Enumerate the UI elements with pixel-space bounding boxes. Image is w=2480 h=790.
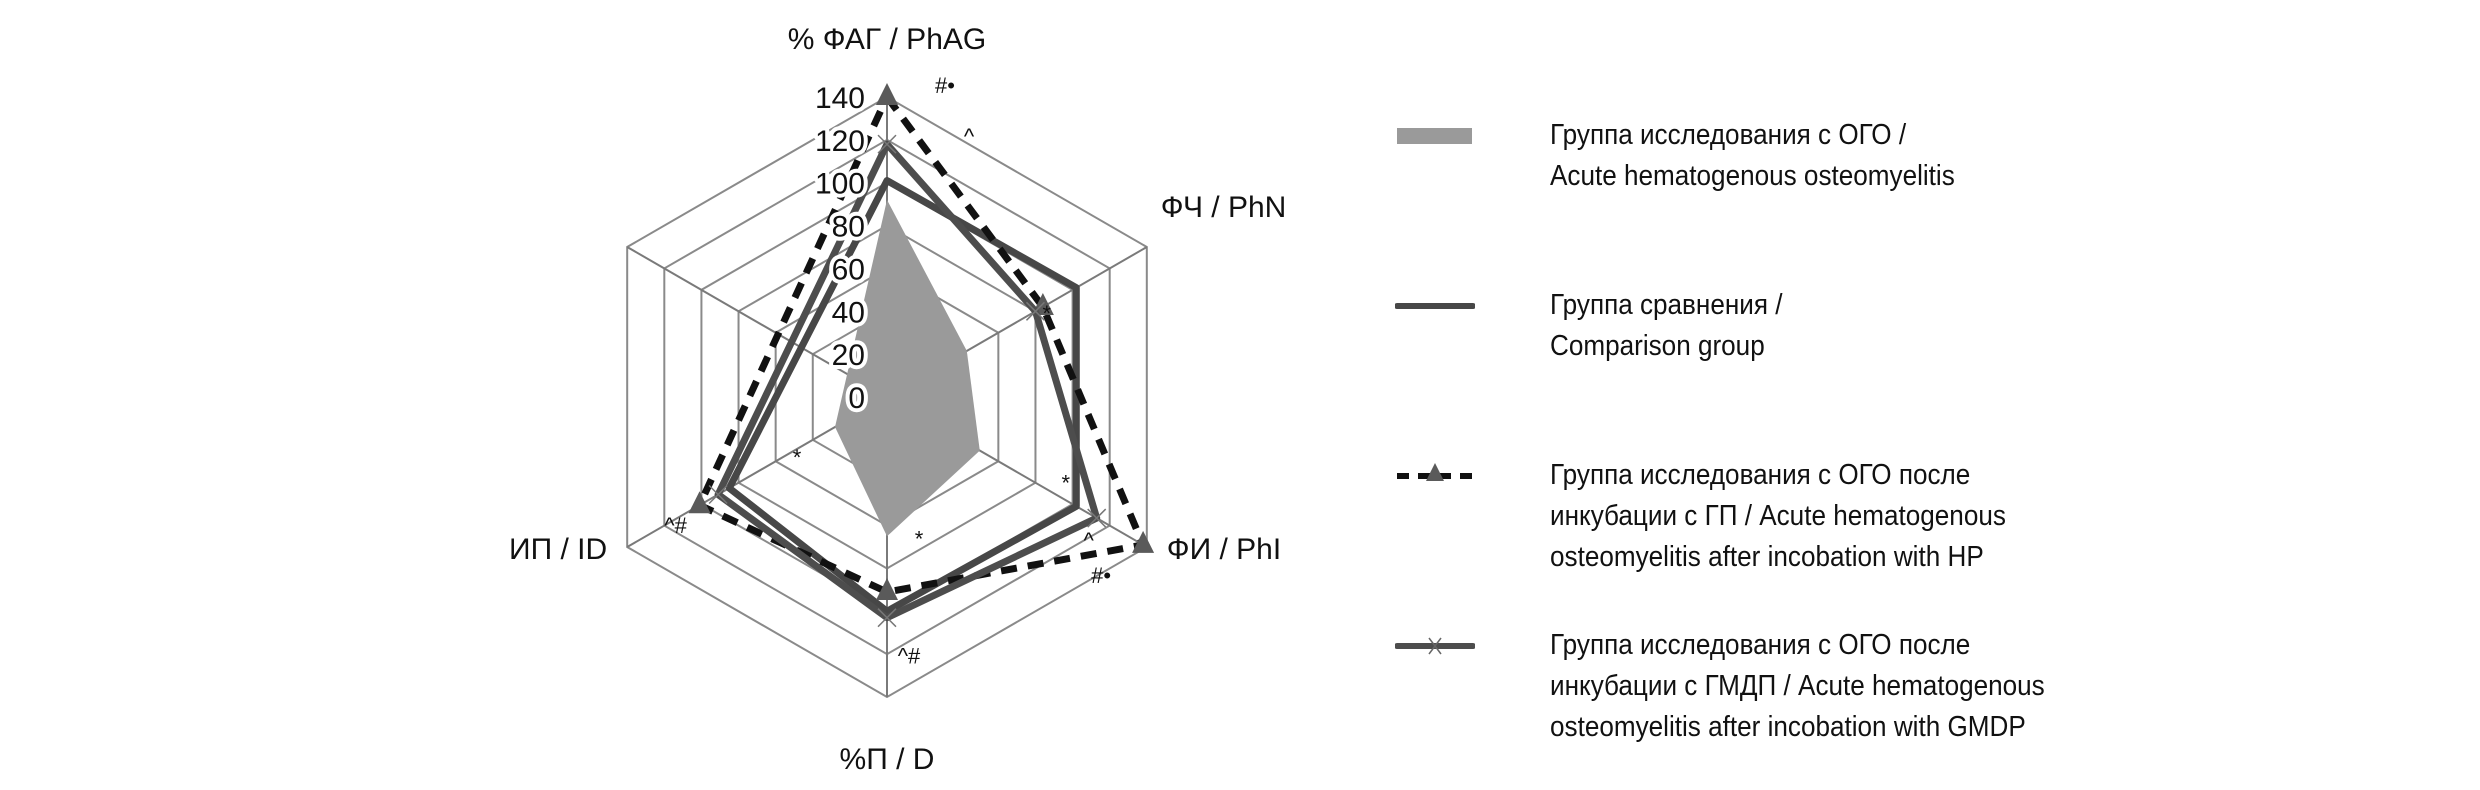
significance-annotations: #• ^ * * ^ #• * ^# * ^# bbox=[664, 73, 1111, 669]
legend-swatch-filled-area bbox=[1397, 128, 1472, 144]
legend-item-hp: Группа исследования с ОГО после инкубаци… bbox=[1395, 450, 2395, 573]
legend-label: Группа исследования с ОГО после инкубаци… bbox=[1550, 455, 2270, 578]
legend-swatch-dashed-triangle bbox=[1397, 463, 1473, 481]
r-tick-label: 40 bbox=[832, 296, 865, 329]
significance-marker: #• bbox=[935, 73, 955, 98]
legend-line: инкубации с ГП / Acute hematogenous bbox=[1550, 500, 2006, 532]
series-line bbox=[725, 177, 1080, 615]
r-tick-label: 80 bbox=[832, 211, 865, 244]
axis-label: % ФАГ / PhAG bbox=[788, 23, 986, 56]
x-marker-icon bbox=[1428, 637, 1442, 655]
significance-marker: #• bbox=[1091, 563, 1111, 588]
r-tick-label: 100 bbox=[815, 168, 865, 201]
r-tick-label: 20 bbox=[832, 339, 865, 372]
legend-line: Comparison group bbox=[1550, 330, 1765, 362]
data-point-x bbox=[1087, 508, 1107, 528]
legend-swatch-solid-x bbox=[1395, 637, 1475, 655]
series-3 bbox=[708, 134, 1107, 628]
axis-label: ФЧ / PhN bbox=[1161, 191, 1287, 224]
data-point-x bbox=[877, 608, 897, 628]
legend-line: osteomyelitis after incobation with HP bbox=[1550, 541, 1984, 573]
series-1 bbox=[725, 177, 1080, 615]
legend-item-aho: Группа исследования с ОГО / Acute hemato… bbox=[1395, 110, 2395, 200]
legend-line: Группа исследования с ОГО / bbox=[1550, 119, 1907, 151]
legend-item-comparison: Группа сравнения / Comparison group bbox=[1395, 280, 2395, 370]
data-point-triangle bbox=[688, 491, 711, 514]
legend-line: osteomyelitis after incobation with GMDP bbox=[1550, 711, 2026, 743]
legend-label: Группа исследования с ОГО / Acute hemato… bbox=[1550, 115, 2270, 197]
significance-marker: ^ bbox=[1084, 528, 1095, 553]
legend-label: Группа сравнения / Comparison group bbox=[1550, 285, 2270, 367]
data-point-triangle bbox=[1132, 530, 1155, 553]
legend-line: инкубации с ГМДП / Acute hematogenous bbox=[1550, 670, 2045, 702]
data-point-x bbox=[877, 134, 897, 154]
data-point-x bbox=[1025, 301, 1045, 321]
significance-marker: * bbox=[793, 445, 802, 470]
series-line bbox=[714, 140, 1101, 622]
r-tick-label: 140 bbox=[815, 82, 865, 115]
data-point-x bbox=[708, 484, 728, 505]
series-area bbox=[835, 199, 980, 537]
series-line bbox=[696, 93, 1147, 596]
significance-marker: * bbox=[1043, 301, 1052, 326]
radar-series bbox=[688, 83, 1155, 628]
data-point-triangle bbox=[876, 83, 898, 105]
legend-line: Группа сравнения / bbox=[1550, 289, 1783, 321]
triangle-marker-icon bbox=[1426, 463, 1444, 481]
significance-marker: * bbox=[1062, 471, 1071, 496]
axis-label: ФИ / PhI bbox=[1167, 533, 1281, 566]
r-tick-label: 0 bbox=[848, 382, 865, 415]
legend-swatch-solid-line bbox=[1395, 303, 1475, 309]
legend-label: Группа исследования с ОГО после инкубаци… bbox=[1550, 625, 2270, 748]
legend-item-gmdp: Группа исследования с ОГО после инкубаци… bbox=[1395, 620, 2395, 743]
axis-labels: % ФАГ / PhAG ФЧ / PhN ФИ / PhI %П / D ИП / I… bbox=[509, 23, 1286, 776]
legend-line: Acute hematogenous osteomyelitis bbox=[1550, 160, 1955, 192]
legend-line: Группа исследования с ОГО после bbox=[1550, 459, 1971, 491]
legend-line: Группа исследования с ОГО после bbox=[1550, 629, 1971, 661]
series-0 bbox=[835, 199, 980, 537]
significance-marker: ^# bbox=[898, 644, 921, 669]
legend: Группа исследования с ОГО / Acute hemato… bbox=[1395, 110, 2395, 790]
axis-label: %П / D bbox=[840, 743, 935, 776]
r-tick-label: 120 bbox=[815, 125, 865, 158]
radial-tick-labels: 0 20 40 60 80 100 120 140 bbox=[811, 78, 869, 419]
significance-marker: ^# bbox=[664, 513, 687, 538]
significance-marker: ^ bbox=[964, 124, 975, 149]
significance-marker: * bbox=[915, 526, 924, 551]
axis-label: ИП / ID bbox=[509, 533, 607, 566]
r-tick-label: 60 bbox=[832, 253, 865, 286]
data-point-triangle bbox=[876, 578, 898, 600]
grid-spoke bbox=[626, 246, 888, 398]
